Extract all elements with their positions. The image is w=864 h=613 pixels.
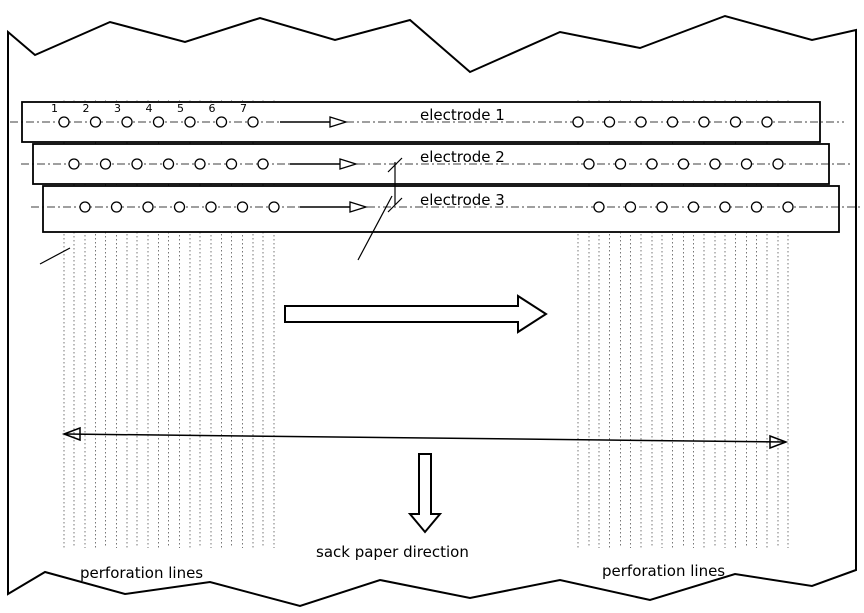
electrode-hole bbox=[99, 158, 112, 170]
electrode-hole bbox=[750, 201, 763, 213]
width-arrow-right-head bbox=[769, 434, 789, 450]
electrode-hole bbox=[614, 158, 627, 170]
electrode-hole bbox=[89, 116, 102, 128]
electrode-hole bbox=[110, 201, 123, 213]
direction-arrow bbox=[407, 453, 443, 534]
electrode-hole bbox=[152, 116, 165, 128]
electrode-hole bbox=[194, 158, 206, 170]
electrode-hole bbox=[236, 201, 249, 213]
width-arrow-shaft bbox=[65, 433, 785, 443]
electrode-hole bbox=[782, 201, 794, 213]
electrode-strip-3: electrode 3 bbox=[31, 185, 863, 233]
electrode-group: electrode 1 electrode 2 electrode 3 bbox=[10, 101, 863, 233]
electrode-hole bbox=[666, 116, 679, 128]
electrode-hole bbox=[772, 158, 784, 170]
hole-number: 4 bbox=[146, 102, 153, 115]
perforation-label-left: perforation lines bbox=[80, 564, 203, 582]
feed-arrow-head bbox=[339, 158, 359, 170]
marker-line-left bbox=[39, 247, 71, 265]
electrode-label: electrode 3 bbox=[420, 191, 505, 209]
electrode-hole bbox=[740, 158, 753, 170]
electrode-hole bbox=[677, 158, 690, 170]
electrode-hole bbox=[225, 158, 238, 170]
electrode-hole bbox=[162, 158, 175, 170]
electrode-label: electrode 2 bbox=[420, 148, 505, 166]
electrode-hole bbox=[131, 158, 143, 170]
electrode-strip-2: electrode 2 bbox=[21, 143, 853, 185]
electrode-hole bbox=[247, 116, 259, 128]
electrode-hole bbox=[624, 201, 637, 213]
electrode-hole bbox=[257, 158, 269, 170]
electrode-hole bbox=[121, 116, 133, 128]
electrode-hole bbox=[687, 201, 700, 213]
electrode-hole bbox=[709, 158, 721, 170]
electrode-hole bbox=[173, 201, 186, 213]
electrode-strip-1: electrode 1 bbox=[10, 101, 844, 143]
electrode-hole bbox=[68, 158, 80, 170]
electrode-hole bbox=[761, 116, 773, 128]
electrode-hole bbox=[268, 201, 280, 213]
movement-arrow bbox=[284, 294, 548, 334]
hole-number: 2 bbox=[83, 102, 90, 115]
electrode-hole bbox=[184, 116, 196, 128]
hole-number: 7 bbox=[240, 102, 247, 115]
electrode-hole bbox=[215, 116, 228, 128]
width-arrow-left-head bbox=[61, 426, 81, 442]
electrode-hole bbox=[572, 116, 584, 128]
marker-slash-2 bbox=[387, 197, 403, 213]
electrode-hole bbox=[58, 116, 70, 128]
electrode-hole bbox=[205, 201, 217, 213]
electrode-hole bbox=[635, 116, 647, 128]
electrode-hole bbox=[719, 201, 731, 213]
perforation-lines bbox=[63, 100, 789, 548]
feed-arrow-head bbox=[349, 201, 369, 213]
electrode-hole bbox=[729, 116, 742, 128]
direction-label: sack paper direction bbox=[316, 543, 469, 561]
hole-number: 6 bbox=[209, 102, 216, 115]
paper-sheet bbox=[7, 14, 857, 608]
feed-arrow-head bbox=[329, 116, 349, 128]
electrode-hole bbox=[603, 116, 616, 128]
hole-number: 5 bbox=[177, 102, 184, 115]
electrode-hole bbox=[79, 201, 91, 213]
electrode-hole bbox=[583, 158, 595, 170]
hole-number: 1 bbox=[51, 102, 58, 115]
perforation-label-right: perforation lines bbox=[602, 562, 725, 580]
electrode-hole bbox=[646, 158, 658, 170]
electrode-hole bbox=[656, 201, 668, 213]
electrode-hole bbox=[698, 116, 710, 128]
hole-numbers: 1 2 3 4 5 6 7 bbox=[51, 102, 247, 115]
marker-line-right bbox=[357, 195, 393, 261]
electrode-label: electrode 1 bbox=[420, 106, 505, 124]
electrode-hole bbox=[593, 201, 605, 213]
electrode-hole bbox=[142, 201, 154, 213]
hole-number: 3 bbox=[114, 102, 121, 115]
marker-slash-1 bbox=[387, 157, 403, 173]
